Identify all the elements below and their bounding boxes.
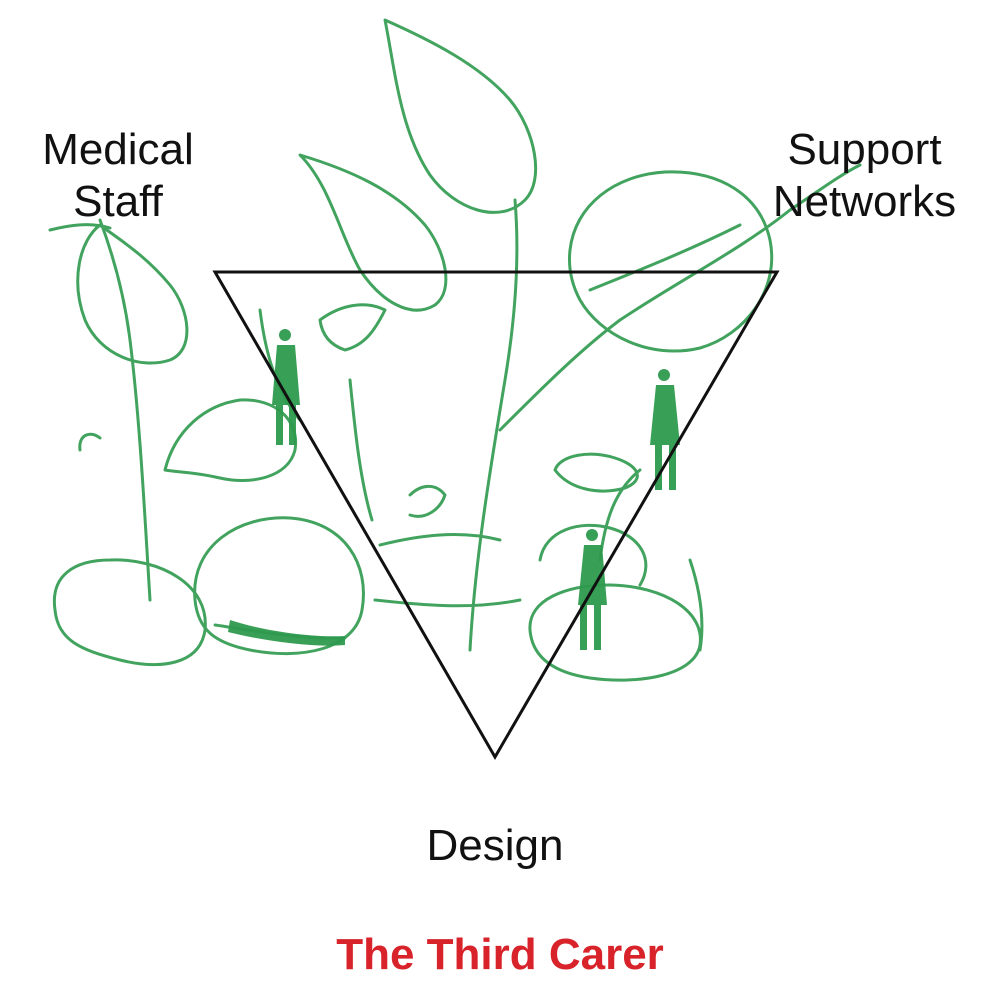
center-leaf-top bbox=[383, 18, 538, 214]
rock-right bbox=[528, 583, 702, 682]
person-silhouette-icon bbox=[272, 329, 300, 445]
label-support-networks-line-1: Support bbox=[787, 125, 942, 174]
center-leaf-left bbox=[298, 153, 448, 312]
sketch-stroke-3 bbox=[348, 378, 374, 522]
label-support-networks: Support Networks bbox=[752, 124, 977, 228]
center-plant-stem bbox=[468, 198, 519, 652]
right-leaf-large bbox=[568, 170, 774, 353]
label-medical-staff-line-2: Staff bbox=[73, 177, 163, 226]
sketch-stroke-1 bbox=[408, 484, 447, 518]
sketch-stroke-4 bbox=[688, 558, 704, 652]
label-medical-staff: Medical Staff bbox=[28, 124, 208, 228]
left-plant-leaf-mid bbox=[163, 398, 298, 482]
person-silhouette-icon bbox=[578, 529, 607, 650]
rock-center-left bbox=[193, 516, 365, 656]
center-branch-right bbox=[498, 163, 862, 432]
right-plant-curl bbox=[553, 452, 639, 493]
person-silhouette-icon bbox=[650, 369, 680, 490]
center-leaf-inner bbox=[318, 303, 387, 352]
shadow-stroke bbox=[228, 620, 345, 646]
label-design: Design bbox=[426, 821, 564, 870]
caption-title: The Third Carer bbox=[336, 930, 664, 979]
inverted-triangle bbox=[212, 270, 780, 760]
left-plant-stem bbox=[98, 218, 152, 602]
rock-left bbox=[52, 558, 207, 667]
left-plant-curl bbox=[48, 223, 112, 452]
label-support-networks-line-2: Networks bbox=[772, 177, 957, 226]
label-medical-staff-line-1: Medical bbox=[42, 125, 194, 174]
left-plant-leaf-top bbox=[76, 223, 189, 365]
rock-small bbox=[538, 523, 648, 587]
right-leaf-vein bbox=[588, 223, 742, 292]
